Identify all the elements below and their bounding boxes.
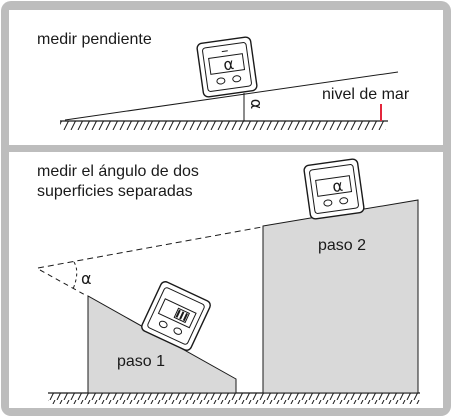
projection-line-upper [37,226,263,269]
angle-arc [72,261,78,290]
inclinometer-device-top: α [196,36,258,98]
step1-block [87,295,237,394]
step2-block [262,199,419,394]
digit-bars-icon [173,307,191,324]
sea-level-label: nivel de mar [322,86,410,103]
bottom-ground-hatching [48,393,420,404]
device-display-symbol-top: α [222,54,235,74]
bottom-angle-symbol: α [81,269,92,288]
step2-label: paso 2 [318,237,366,254]
top-angle-symbol: α [247,99,266,110]
device-display-symbol-step2: α [331,176,344,196]
top-panel: medir pendiente α nivel de mar α [9,10,443,145]
bottom-panel-title-line2: superficies separadas [37,183,193,200]
bottom-panel-title-line1: medir el ángulo de dos [37,163,199,180]
top-ground-hatching [60,121,386,130]
slope-line [64,71,399,121]
inclinometer-device-step1 [141,281,211,351]
step1-label: paso 1 [117,353,165,370]
top-panel-title: medir pendiente [37,31,152,48]
bottom-panel: medir el ángulo de dos superficies separ… [9,152,443,408]
inclinometer-device-step2: α [303,158,365,220]
